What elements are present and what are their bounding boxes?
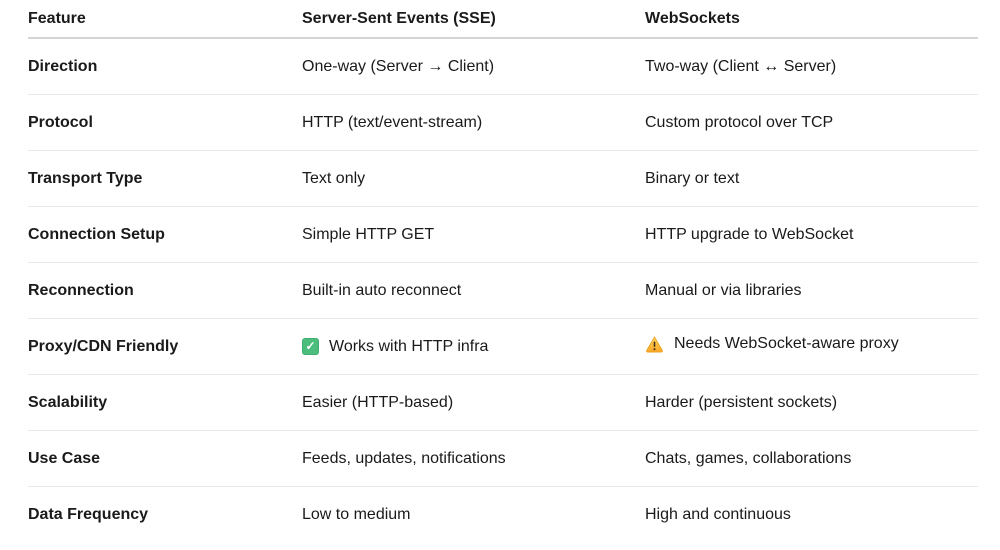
sse-cell-text: Works with HTTP infra (329, 337, 489, 355)
sse-cell: Easier (HTTP-based) (302, 374, 645, 431)
ws-cell: Chats, games, collaborations (645, 430, 978, 487)
sse-cell: Simple HTTP GET (302, 206, 645, 263)
sse-vs-websockets-table: Feature Server-Sent Events (SSE) WebSock… (28, 0, 978, 542)
feature-cell: Data Frequency (28, 505, 149, 523)
feature-cell: Transport Type (28, 150, 302, 207)
ws-cell-text: Needs WebSocket-aware proxy (674, 335, 899, 352)
ws-cell: Binary or text (645, 150, 978, 207)
feature-cell: Use Case (28, 430, 302, 487)
table-row-reconnection: Reconnection Built-in auto reconnect Man… (28, 262, 978, 319)
ws-cell: HTTP upgrade to WebSocket (645, 206, 978, 263)
table-row-use-case: Use Case Feeds, updates, notifications C… (28, 430, 978, 487)
feature-cell: Connection Setup (28, 206, 302, 263)
feature-cell: Direction (28, 38, 302, 95)
table-row-direction: Direction One-way (Server → Client) Two-… (28, 38, 978, 95)
sse-cell: Feeds, updates, notifications (302, 430, 645, 487)
table-row-data-frequency: Data Frequency Low to medium High and co… (28, 487, 978, 543)
table-row-proxy-cdn-friendly: Proxy/CDN Friendly Works with HTTP infra (28, 318, 978, 375)
sse-cell: Low to medium (302, 505, 411, 523)
sse-cell: HTTP (text/event-stream) (302, 94, 645, 151)
column-header-websockets: WebSockets (645, 0, 978, 39)
ws-cell: Harder (persistent sockets) (645, 374, 978, 431)
ws-cell: Needs WebSocket-aware proxy (645, 318, 978, 375)
column-header-sse: Server-Sent Events (SSE) (302, 0, 645, 39)
table-row-scalability: Scalability Easier (HTTP-based) Harder (… (28, 374, 978, 431)
header-row: Feature Server-Sent Events (SSE) WebSock… (28, 0, 978, 39)
sse-cell: One-way (Server → Client) (302, 38, 645, 95)
ws-cell: Custom protocol over TCP (645, 94, 978, 151)
ws-cell: High and continuous (645, 505, 791, 523)
feature-cell: Scalability (28, 374, 302, 431)
sse-cell: Built-in auto reconnect (302, 262, 645, 319)
table-row-transport-type: Transport Type Text only Binary or text (28, 150, 978, 207)
sse-cell: Works with HTTP infra (302, 318, 645, 375)
sse-cell: Text only (302, 150, 645, 207)
feature-cell: Protocol (28, 94, 302, 151)
check-icon (302, 338, 319, 356)
warning-icon (646, 336, 663, 353)
feature-cell: Proxy/CDN Friendly (28, 318, 302, 375)
ws-cell: Manual or via libraries (645, 262, 978, 319)
table-row-protocol: Protocol HTTP (text/event-stream) Custom… (28, 94, 978, 151)
column-header-feature: Feature (28, 0, 302, 39)
ws-cell: Two-way (Client ↔ Server) (645, 38, 978, 95)
feature-cell: Reconnection (28, 262, 302, 319)
table-row-connection-setup: Connection Setup Simple HTTP GET HTTP up… (28, 206, 978, 263)
